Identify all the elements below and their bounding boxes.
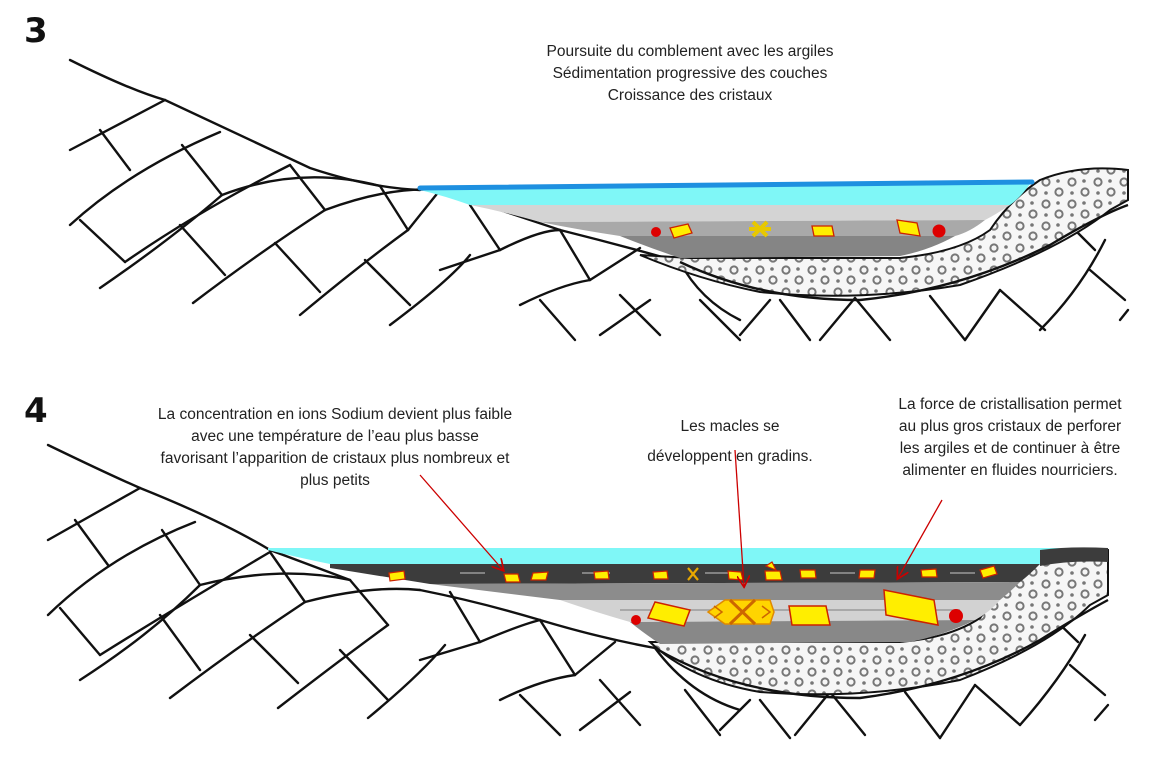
clay-layer-mid (430, 582, 1020, 600)
twinned-crystal (749, 220, 771, 238)
crystals (651, 219, 946, 239)
step-3-cross-section (68, 58, 1130, 342)
crystal (727, 570, 744, 581)
clay-layer-dark (620, 236, 955, 258)
crystal (530, 571, 549, 581)
crystal (764, 561, 778, 572)
crystal (593, 570, 610, 580)
arrow-sodium (419, 474, 503, 570)
twinned-crystal-gradins (706, 598, 775, 626)
clay-layer-light (470, 205, 1010, 222)
step-4-cross-section (46, 443, 1110, 740)
nodule (651, 227, 661, 237)
crystal (858, 569, 876, 579)
step-3-panel: 3 Poursuite du comblement avec les argil… (0, 0, 1169, 360)
crystal (388, 570, 406, 582)
nodule (631, 615, 641, 625)
annotation-arrows (419, 449, 943, 586)
crystal (811, 225, 835, 237)
crystal (920, 568, 938, 578)
water-layer (420, 184, 1030, 205)
crystal (799, 569, 817, 579)
nodule (949, 609, 963, 623)
small-twinned-crystal (687, 567, 699, 581)
arrow-macles (734, 449, 744, 586)
crystal (669, 223, 693, 239)
basin-sediments (417, 167, 1129, 302)
step-3-caption: Poursuite du comblement avec les argiles… (546, 43, 834, 104)
water-layer (268, 548, 1060, 564)
annotation-macles: Les macles se développent en gradins. (647, 418, 813, 465)
step-number: 4 (24, 391, 48, 431)
crystal (788, 605, 831, 626)
crystal (652, 570, 669, 580)
crystal (646, 601, 692, 627)
crystal (979, 565, 998, 579)
clay-layer-dark (630, 620, 975, 644)
annotation-cristallisation: La force de cristallisation permet au pl… (898, 396, 1122, 479)
nodule (932, 224, 946, 238)
crystal (883, 589, 939, 626)
crystal (896, 219, 921, 237)
step-number: 3 (24, 11, 48, 51)
step-4-panel: 4 La concentration en ions Sodium devien… (0, 380, 1169, 772)
limestone-bedrock (68, 58, 1130, 342)
arrow-cristallisation (898, 499, 943, 578)
large-crystals (631, 589, 963, 627)
water-surface (417, 179, 1035, 191)
crystal (764, 570, 783, 581)
crystal (503, 573, 521, 583)
annotation-sodium: La concentration en ions Sodium devient … (157, 406, 513, 489)
